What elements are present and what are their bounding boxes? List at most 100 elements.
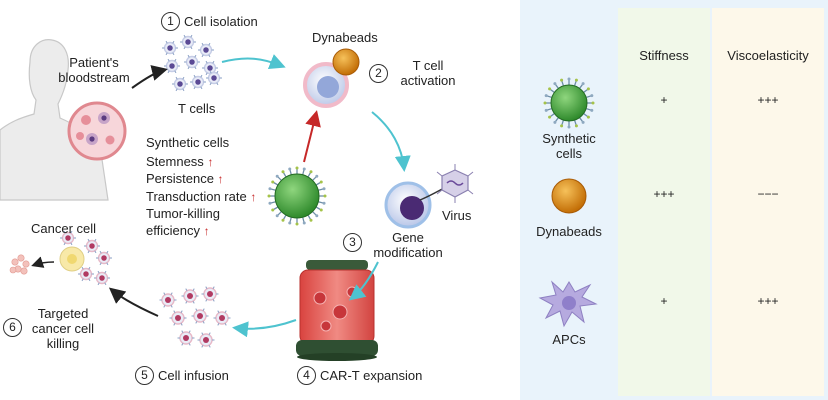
patient-label-line2: bloodstream (58, 70, 130, 85)
blood-vessel-icon (67, 101, 127, 161)
t-cell-icon (213, 310, 231, 326)
synthetic-cells-title: Synthetic cells (146, 135, 230, 150)
step-6-label: Targeted cancer cell killing (20, 306, 106, 351)
arrow-expansion-to-infusion (232, 319, 297, 338)
t-cell-icon (198, 42, 214, 58)
step-4-number: 4 (297, 366, 316, 385)
stiffness-column-background (618, 8, 710, 396)
increase-arrow-icon: ↑ (207, 155, 214, 169)
step-3-label-line1: Gene (392, 230, 424, 245)
row-name-synthetic-cells: Synthetic cells (529, 131, 609, 161)
activated-t-cell-icon (303, 62, 349, 108)
step-4-label: CAR-T expansion (320, 368, 423, 383)
bioreactor-icon (296, 260, 378, 361)
arrow-modification-to-expansion (348, 261, 379, 301)
synthetic-property-stemness: Stemness ↑ (146, 154, 213, 170)
row-name-line2: cells (555, 146, 582, 161)
apc-icon (538, 280, 598, 328)
dynabeads-stiffness: +++ (653, 187, 675, 201)
gene-modified-cell-icon (384, 181, 449, 229)
tumor-killing-label: Tumor-killing (146, 206, 220, 221)
synthetic-property-transduction: Transduction rate ↑ (146, 189, 256, 205)
stiffness-header: Stiffness (639, 48, 689, 63)
arrow-activation-to-modification (371, 111, 411, 172)
step-2-number: 2 (369, 64, 388, 83)
arrow-isolation-to-activation (221, 54, 286, 69)
increase-arrow-icon: ↑ (217, 172, 224, 186)
t-cell-icon (169, 310, 187, 326)
transduction-rate-label: Transduction rate (146, 189, 247, 204)
step-3-number: 3 (343, 233, 362, 252)
table-dynabead-icon (551, 178, 587, 214)
cancer-cell-label: Cancer cell (31, 221, 97, 236)
t-cells-label: T cells (178, 101, 216, 116)
virus-icon (436, 164, 474, 203)
t-cell-icon (177, 330, 195, 346)
t-cell-icon (94, 270, 110, 286)
t-cell-icon (84, 238, 100, 254)
synthetic-property-efficiency: efficiency ↑ (146, 223, 210, 239)
increase-arrow-icon: ↑ (203, 224, 210, 238)
human-silhouette-icon (0, 39, 109, 201)
t-cell-icon (184, 54, 200, 70)
t-cell-icon (201, 286, 219, 302)
apcs-stiffness: + (660, 294, 668, 308)
arrow-blood-to-tcells (131, 65, 168, 89)
viscoelasticity-header: Viscoelasticity (727, 48, 809, 63)
synthetic-cell-icon (267, 166, 327, 226)
row-name-dynabeads: Dynabeads (536, 224, 602, 239)
step-3-label-line2: modification (373, 245, 443, 260)
t-cell-icon (78, 266, 94, 282)
efficiency-label: efficiency (146, 223, 200, 238)
persistence-label: Persistence (146, 171, 214, 186)
step-5-label: Cell infusion (158, 368, 229, 383)
synthetic-cells-stiffness: + (660, 93, 668, 107)
apcs-viscoelasticity: +++ (757, 294, 779, 308)
arrow-infusion-to-killing (108, 287, 159, 317)
t-cell-icon (181, 288, 199, 304)
t-cell-icon (159, 292, 177, 308)
step-6-label-line2: cancer cell (31, 321, 95, 336)
t-cell-icon (164, 58, 180, 74)
t-cell-icon (96, 250, 112, 266)
t-cell-icon (197, 332, 215, 348)
step-6-label-line1: Targeted (37, 306, 89, 321)
step-2-label: T cell activation (392, 58, 464, 88)
dynabeads-viscoelasticity: −−− (757, 187, 779, 201)
flow-arrows (31, 54, 411, 338)
row-name-line1: Synthetic (542, 131, 596, 146)
t-cell-icon (60, 230, 76, 246)
t-cell-icon (190, 74, 206, 90)
t-cell-icon (191, 308, 209, 324)
killer-cells-cluster (60, 230, 112, 286)
dynabeads-label: Dynabeads (312, 30, 378, 45)
step-6-label-line3: killing (46, 336, 80, 351)
patient-label: Patient's bloodstream (46, 55, 142, 85)
viscoelasticity-column-background (712, 8, 824, 396)
row-name-apcs: APCs (552, 332, 586, 347)
increase-arrow-icon: ↑ (250, 190, 257, 204)
virus-label: Virus (442, 208, 472, 223)
t-cell-icon (172, 76, 188, 92)
step-6-number: 6 (3, 318, 22, 337)
synthetic-cells-viscoelasticity: +++ (757, 93, 779, 107)
synthetic-property-tumor-killing: Tumor-killing (146, 206, 220, 221)
step-3-label: Gene modification (360, 230, 456, 260)
arrow-synthetic-to-activation (303, 110, 321, 163)
table-synthetic-cell-icon (543, 77, 595, 129)
step-1-label: Cell isolation (184, 14, 258, 29)
step-2-label-line2: activation (400, 73, 456, 88)
t-cells-cluster (162, 34, 222, 92)
dynabead-icon (332, 48, 360, 76)
patient-label-line1: Patient's (69, 55, 119, 70)
step-2-label-line1: T cell (412, 58, 444, 73)
cancer-cell-icon (9, 246, 85, 275)
step-1-number: 1 (161, 12, 180, 31)
step-5-number: 5 (135, 366, 154, 385)
t-cell-icon (162, 40, 178, 56)
t-cell-icon (206, 70, 222, 86)
t-cell-icon (180, 34, 196, 50)
synthetic-property-persistence: Persistence ↑ (146, 171, 224, 187)
